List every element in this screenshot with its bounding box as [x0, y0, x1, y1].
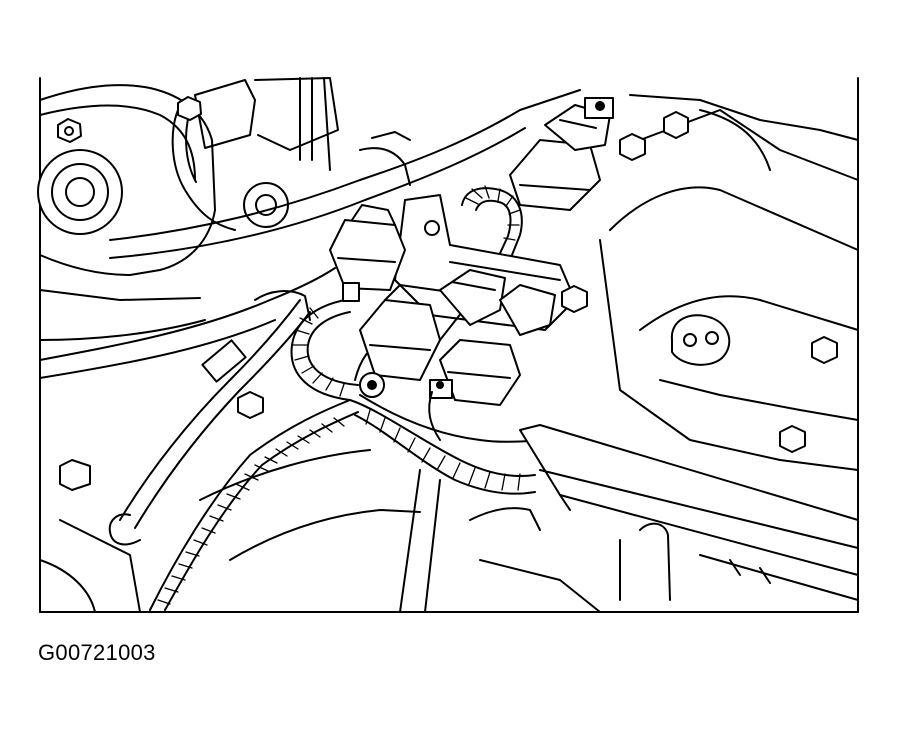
electrical-connector-2 [359, 284, 463, 398]
manifold-bolts [59, 111, 838, 491]
pulley-hub [65, 177, 95, 207]
bolt-upper-left [57, 118, 82, 143]
wiring-harness-loop [290, 299, 359, 401]
frame-rail [39, 89, 581, 379]
wiring-harness-upper [461, 185, 523, 266]
wiring-harness-main [349, 339, 541, 495]
figure-code: G00721003 [38, 640, 156, 665]
fuel-rail [519, 424, 859, 601]
wiring-harness-left [149, 399, 359, 611]
engine-block-lower [39, 449, 601, 613]
electrical-connector-3 [439, 269, 556, 336]
bolt-lower-left [59, 459, 91, 491]
bolt-upper-mid [177, 96, 202, 121]
electrical-connector-1 [329, 204, 406, 302]
upper-bracket [171, 77, 339, 231]
electrical-connector-5 [509, 97, 614, 211]
electrical-connector-4 [428, 339, 521, 441]
alternator-housing [37, 84, 289, 341]
manifold-port [670, 314, 731, 366]
vacuum-line [108, 290, 311, 546]
line-clamp [201, 339, 247, 383]
